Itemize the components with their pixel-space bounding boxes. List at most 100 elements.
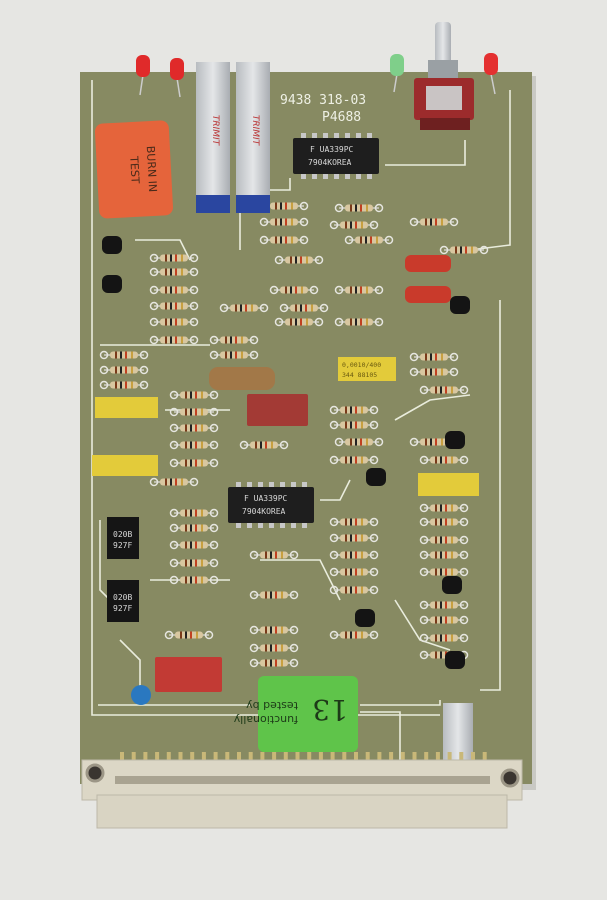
connector-pin — [424, 752, 429, 764]
color-band — [181, 286, 183, 294]
color-band — [170, 302, 172, 310]
connector-pin — [365, 752, 370, 764]
connector-pin — [283, 752, 288, 764]
resistor — [160, 336, 188, 344]
ic-chip: F UA339PC 7904KOREA — [293, 133, 379, 179]
color-band — [120, 381, 122, 389]
color-band — [361, 534, 363, 542]
color-band — [345, 421, 347, 429]
solder-pad — [209, 458, 219, 468]
solder-pad — [459, 615, 469, 625]
color-band — [165, 302, 167, 310]
solder-pad — [289, 658, 299, 668]
burn-in-sticker: BURN IN TEST — [94, 120, 173, 219]
color-band — [306, 256, 308, 264]
opto-label: 927F — [113, 604, 132, 613]
resistor — [340, 534, 368, 542]
color-band — [225, 336, 227, 344]
color-band — [305, 304, 307, 312]
resistor — [270, 202, 298, 210]
color-band — [285, 236, 287, 244]
connector-pin — [482, 752, 487, 764]
color-band — [265, 551, 267, 559]
color-band — [285, 202, 287, 210]
color-band — [275, 659, 277, 667]
solder-pad — [329, 420, 339, 430]
color-band — [455, 246, 457, 254]
color-band — [190, 576, 192, 584]
color-band — [440, 536, 442, 544]
resistor — [340, 568, 368, 576]
color-band — [255, 441, 257, 449]
resistor — [160, 286, 188, 294]
color-band — [440, 568, 442, 576]
color-band — [280, 202, 282, 210]
resistor — [340, 586, 368, 594]
ic-label: 7904KOREA — [308, 158, 352, 167]
solder-pad — [329, 517, 339, 527]
resistors — [99, 201, 489, 668]
color-band — [270, 551, 272, 559]
connector-pin — [318, 752, 323, 764]
color-band — [175, 286, 177, 294]
resistor — [260, 644, 288, 652]
color-band — [440, 504, 442, 512]
solder-pad — [274, 317, 284, 327]
connector-pin — [120, 752, 124, 764]
color-band — [355, 518, 357, 526]
solder-pad — [149, 285, 159, 295]
color-band — [435, 651, 437, 659]
color-band — [345, 456, 347, 464]
solder-pad — [329, 533, 339, 543]
resistor — [285, 318, 313, 326]
solder-pad — [169, 390, 179, 400]
color-band — [201, 524, 203, 532]
color-band — [451, 616, 453, 624]
color-band — [445, 456, 447, 464]
solder-pad — [334, 437, 344, 447]
connector-pin — [435, 752, 440, 764]
color-band — [275, 551, 277, 559]
color-band — [185, 509, 187, 517]
film-capacitor — [405, 286, 451, 303]
color-band — [245, 304, 247, 312]
color-band — [181, 336, 183, 344]
color-band — [345, 586, 347, 594]
solder-pad — [334, 317, 344, 327]
color-band — [195, 541, 197, 549]
solder-pad — [209, 407, 219, 417]
solder-pad — [329, 567, 339, 577]
color-band — [441, 218, 443, 226]
color-band — [235, 351, 237, 359]
resistor — [420, 218, 448, 226]
solder-pad — [419, 517, 429, 527]
solder-pad — [369, 630, 379, 640]
color-band — [360, 286, 362, 294]
solder-pad — [169, 407, 179, 417]
solder-pad — [149, 317, 159, 327]
solder-pad — [249, 643, 259, 653]
resistor — [450, 246, 478, 254]
solder-pad — [459, 385, 469, 395]
color-band — [201, 424, 203, 432]
color-band — [355, 631, 357, 639]
connector-pin — [295, 752, 300, 764]
color-band — [435, 504, 437, 512]
color-band — [435, 353, 437, 361]
solder-pad — [209, 558, 219, 568]
color-band — [451, 536, 453, 544]
solder-pad — [204, 630, 214, 640]
red-capacitor-block — [247, 394, 308, 426]
color-band — [175, 302, 177, 310]
solder-pad — [374, 285, 384, 295]
optocoupler: 020B 927F — [107, 517, 139, 559]
color-band — [440, 651, 442, 659]
resistor — [180, 424, 208, 432]
resistor — [160, 268, 188, 276]
color-band — [195, 408, 197, 416]
connector-pin — [447, 752, 452, 764]
blue-capacitor — [131, 685, 151, 705]
color-band — [125, 366, 127, 374]
solder-pad — [419, 650, 429, 660]
color-band — [165, 336, 167, 344]
